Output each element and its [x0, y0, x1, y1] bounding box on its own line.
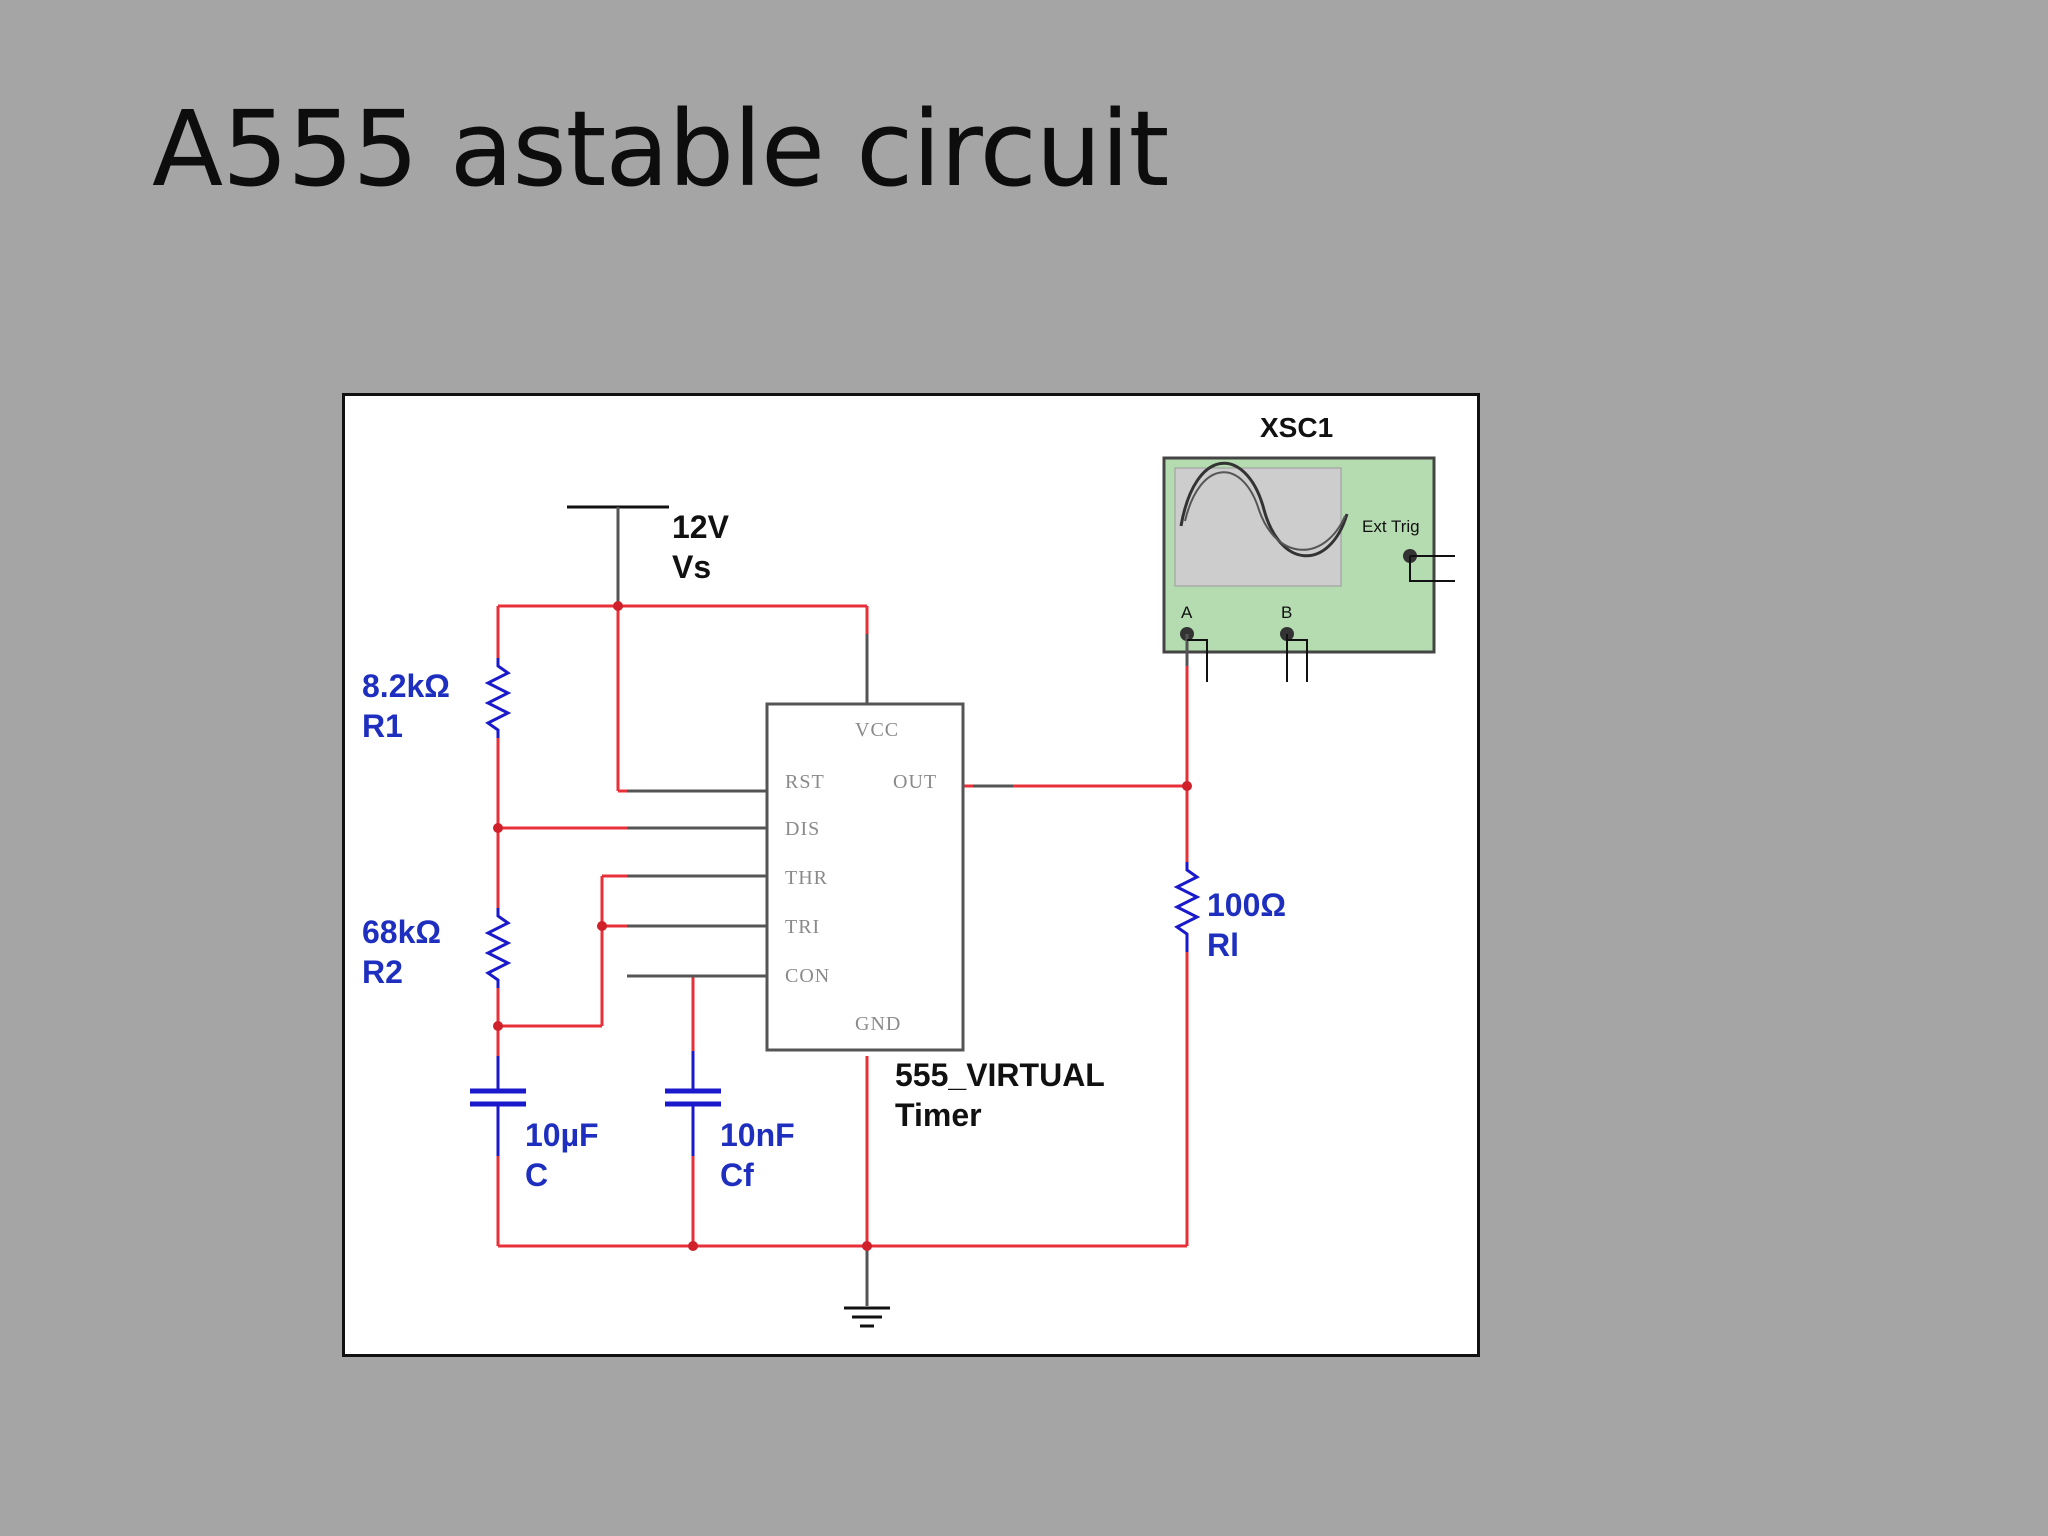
supply-value-label: 12V: [672, 509, 730, 545]
capacitor-cf: [665, 1051, 721, 1156]
timer-part-label: 555_VIRTUAL: [895, 1057, 1105, 1093]
pin-dis-label: DIS: [785, 818, 820, 840]
pin-out-label: OUT: [893, 771, 937, 793]
pin-con-label: CON: [785, 965, 830, 987]
r2-name-label: R2: [362, 954, 403, 990]
pin-vcc-label: VCC: [855, 719, 899, 741]
r1-name-label: R1: [362, 708, 403, 744]
r2-value-label: 68kΩ: [362, 914, 441, 950]
supply-name-label: Vs: [672, 549, 711, 585]
rl-name-label: Rl: [1207, 927, 1239, 963]
slide-title: A555 astable circuit: [152, 88, 1169, 210]
scope-channel-b-label: B: [1281, 603, 1292, 622]
resistor-r2: [484, 908, 512, 988]
c-name-label: C: [525, 1157, 548, 1193]
pin-leads: [627, 784, 1013, 978]
scope-channel-a-label: A: [1181, 603, 1193, 622]
c-value-label: 10µF: [525, 1117, 599, 1153]
resistor-r1: [484, 658, 512, 738]
resistor-rl: [1173, 862, 1201, 952]
cf-name-label: Cf: [720, 1157, 754, 1193]
junction-dots: [493, 601, 1192, 1251]
pin-tri-label: TRI: [785, 916, 820, 938]
scope-ext-trig-label: Ext Trig: [1362, 517, 1420, 536]
supply-symbol: [567, 505, 669, 606]
ground-symbol: [844, 1306, 890, 1328]
timer-ic: [765, 702, 965, 1052]
timer-type-label: Timer: [895, 1097, 982, 1133]
pin-thr-label: THR: [785, 867, 828, 889]
pin-rst-label: RST: [785, 771, 825, 793]
rl-value-label: 100Ω: [1207, 887, 1286, 923]
scope-name-label: XSC1: [1260, 412, 1333, 443]
circuit-schematic: 12V Vs: [342, 393, 1480, 1357]
r1-value-label: 8.2kΩ: [362, 668, 450, 704]
pin-gnd-label: GND: [855, 1013, 901, 1035]
capacitor-c: [470, 1056, 526, 1156]
cf-value-label: 10nF: [720, 1117, 795, 1153]
oscilloscope: [1162, 456, 1455, 682]
